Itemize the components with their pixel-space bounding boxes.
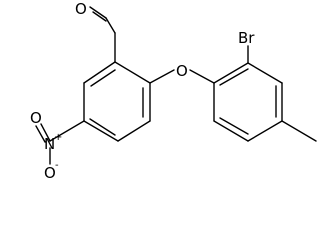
nitro-n-o-top-bond-inner (35, 125, 46, 143)
ring-to-ether-bond (149, 69, 175, 84)
right-benzene-ring (213, 62, 283, 142)
nitro-nitrogen-label: N (44, 135, 55, 153)
nitro-oxygen-top-label: O (30, 109, 42, 127)
ether-oxygen-label: O (176, 62, 188, 80)
aldehyde-oxygen-label: O (75, 0, 87, 18)
nitro-n-o-top-bond (40, 123, 51, 142)
ether-to-ring-bond (189, 69, 215, 84)
right-ring-double-3 (219, 117, 249, 135)
left-ring-double-2 (89, 118, 116, 136)
right-ring-bond-4 (247, 120, 283, 142)
left-ring-bond-4 (83, 120, 119, 142)
left-ring-bond-1 (114, 61, 151, 84)
bromine-label: Br (238, 29, 255, 47)
nitro-oxygen-bottom-charge-label: - (55, 160, 59, 171)
aldehyde-c-h-bond (105, 17, 116, 34)
right-ring-double-1 (219, 68, 249, 86)
right-ring-bond-5 (213, 120, 249, 142)
ring-to-nitro-bond (49, 120, 85, 142)
aldehyde-c-o-double-bond (89, 6, 107, 19)
aldehyde-c-o-double-bond-inner (92, 11, 107, 22)
right-ring-bond-1 (213, 62, 249, 84)
left-benzene-ring (83, 61, 151, 142)
chemical-structure-diagram: O O Br N + O O - (30, 0, 317, 182)
right-ring-bond-2 (247, 62, 283, 84)
left-ring-bond-3 (117, 120, 151, 142)
left-ring-double-3 (90, 69, 116, 87)
left-ring-bond-6 (83, 61, 116, 84)
methyl-bond (281, 120, 317, 142)
nitro-oxygen-bottom-label: O (44, 164, 56, 182)
nitro-nitrogen-charge-label: + (54, 132, 62, 143)
